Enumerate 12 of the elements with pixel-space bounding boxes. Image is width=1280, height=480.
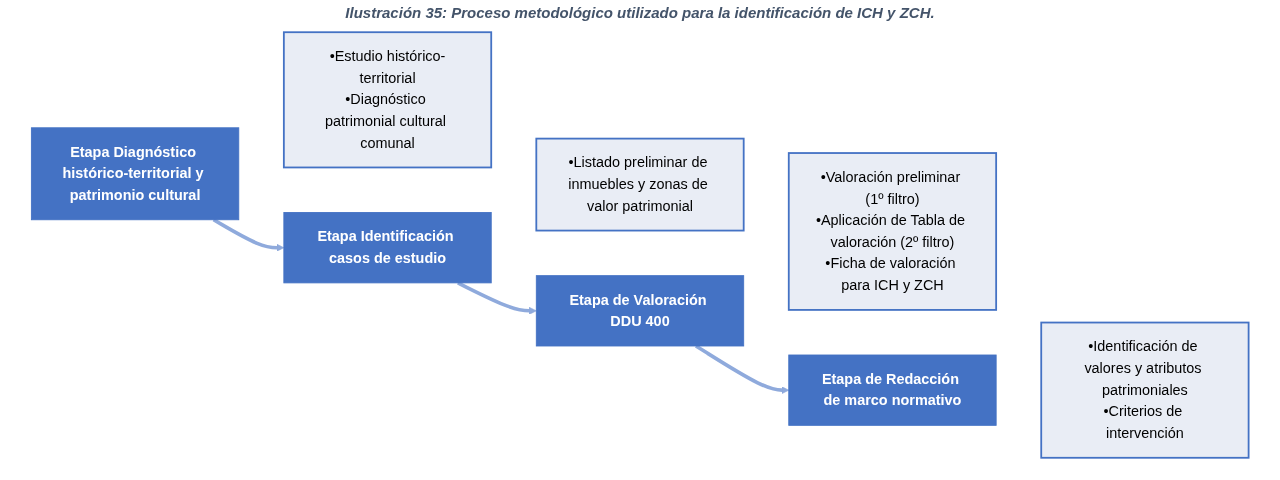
arrow [457, 281, 537, 315]
figure-caption: Ilustración 35: Proceso metodológico utilizado para la identificación de ICH y ZCH. [344, 4, 936, 21]
node-box: •Valoración preliminar (1º filtro) •Aplicación de Tabla de valoración (2º filtro) •Ficha de valoración para ICH y ZCH [787, 152, 998, 311]
node-box: Etapa Diagnóstico histórico-territorial y patrimonio cultural [30, 127, 240, 221]
node-box: Etapa de Redacción de marco normativo [788, 354, 997, 426]
node-box: Etapa de Valoración DDU 400 [535, 275, 745, 347]
node-box: •Identificación de valores y atributos patrimoniales •Criterios de intervención [1040, 321, 1250, 459]
node-box: Etapa Identificación casos de estudio [283, 212, 492, 284]
arrow [694, 344, 790, 395]
node-box: •Listado preliminar de inmuebles y zonas de valor patrimonial [535, 137, 745, 232]
node-box: •Estudio histórico-territorial •Diagnóstico patrimonial cultural comunal [282, 31, 493, 169]
arrow [212, 218, 285, 252]
